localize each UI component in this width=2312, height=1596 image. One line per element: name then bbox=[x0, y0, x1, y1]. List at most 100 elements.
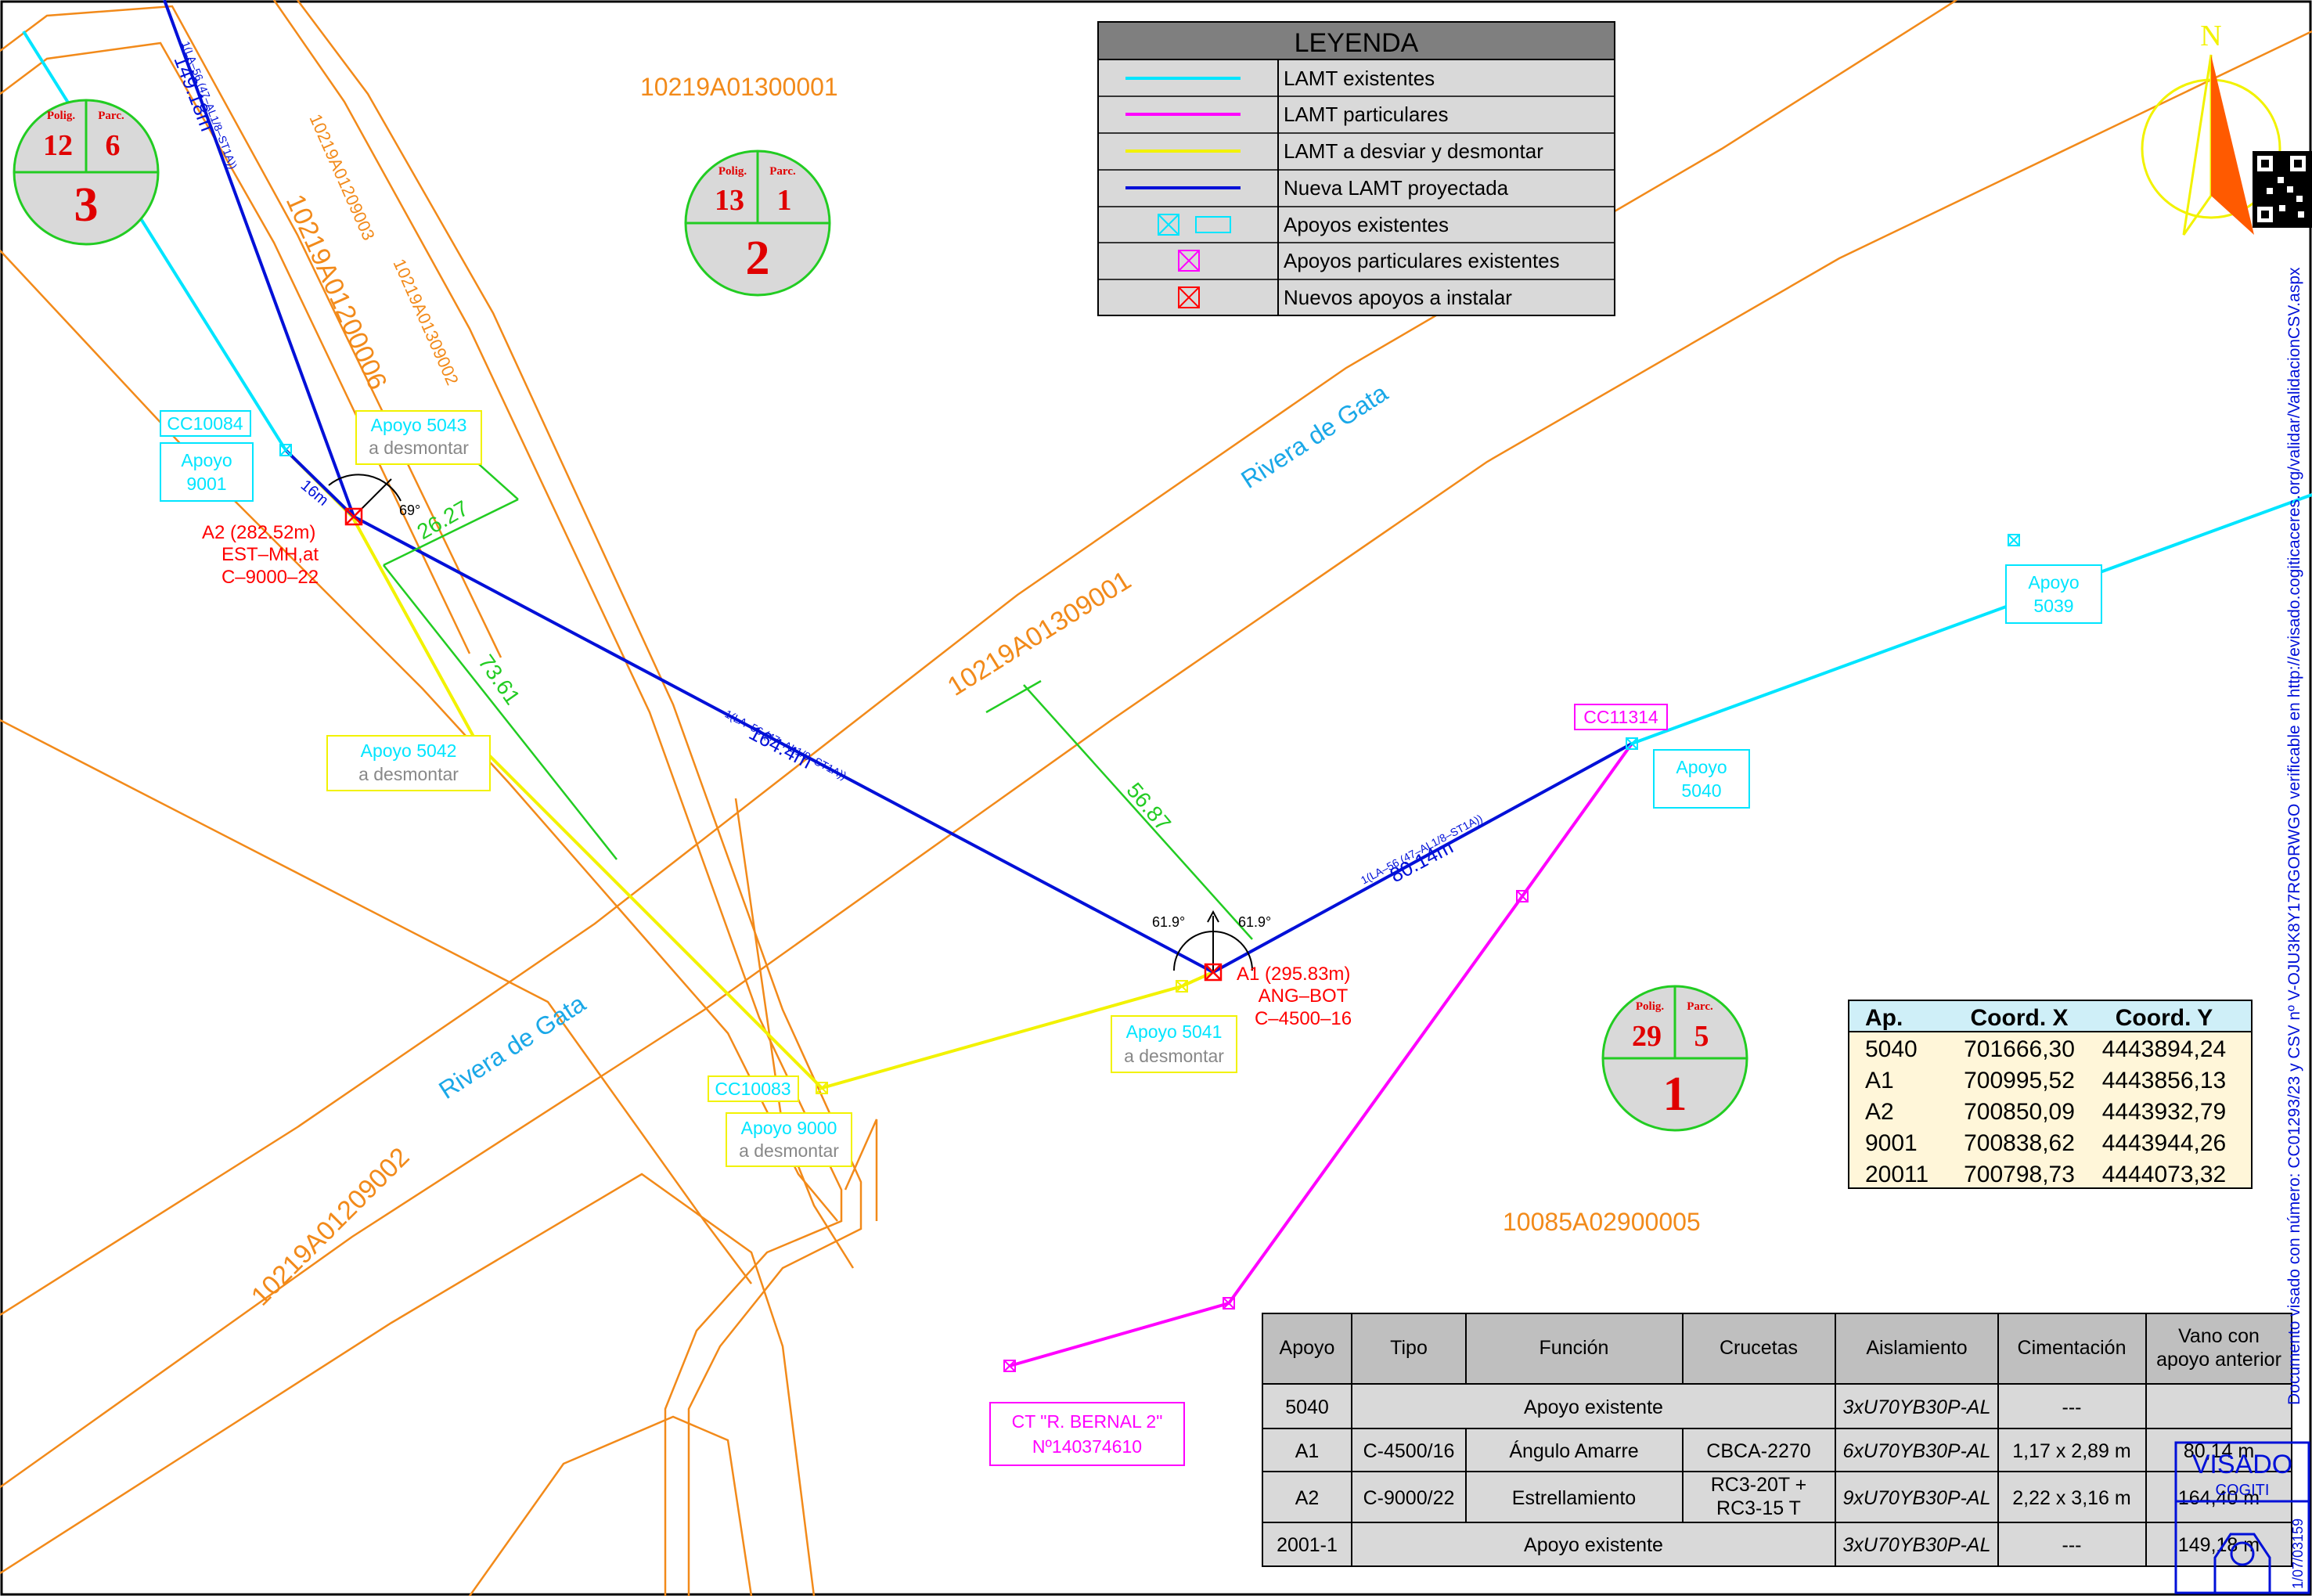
table-cell: 1,17 x 2,89 m bbox=[2012, 1440, 2130, 1462]
legend-label: Nueva LAMT proyectada bbox=[1284, 176, 1509, 200]
legend-swatch bbox=[1178, 250, 1200, 272]
table-cell: A2 bbox=[1865, 1099, 1894, 1125]
legend-label: LAMT particulares bbox=[1284, 103, 1449, 126]
table-cell: A1 bbox=[1295, 1440, 1320, 1462]
coordinates-table: Ap. Coord. X Coord. Y 5040 701666,30 444… bbox=[1848, 1000, 2253, 1189]
svg-text:Apoyo: Apoyo bbox=[1676, 757, 1727, 777]
svg-text:Apoyo 5041: Apoyo 5041 bbox=[1126, 1021, 1223, 1042]
table-header: Vano con bbox=[2178, 1325, 2260, 1347]
svg-text:Parc.: Parc. bbox=[98, 110, 124, 122]
tag-apoyo-5039: Apoyo 5039 bbox=[2005, 564, 2102, 624]
table-cell: 4443894,24 bbox=[2102, 1036, 2227, 1062]
table-cell: A1 bbox=[1865, 1068, 1894, 1093]
cadastral-ref: 10085A02900005 bbox=[1503, 1208, 1701, 1236]
legend-swatch bbox=[1158, 214, 1231, 236]
table-header: Ap. bbox=[1865, 1005, 1903, 1031]
table-cell: 20011 bbox=[1865, 1162, 1928, 1187]
visado-stamp: VISADO COGITI 1/07/03159 bbox=[2174, 1441, 2310, 1594]
cadastral-ref: 10219A01209002 bbox=[246, 1142, 416, 1312]
table-cell: --- bbox=[2062, 1396, 2082, 1418]
svg-text:Polig.: Polig. bbox=[47, 110, 75, 122]
svg-text:Apoyo 5042: Apoyo 5042 bbox=[361, 740, 457, 761]
new-lamt-line-1 bbox=[163, 0, 355, 517]
lamt-private-line bbox=[1009, 742, 1633, 1367]
tag-apoyo-9000: Apoyo 9000 a desmontar bbox=[726, 1112, 852, 1167]
svg-text:CC11314: CC11314 bbox=[1583, 707, 1658, 727]
legend-label: LAMT a desviar y desmontar bbox=[1284, 139, 1543, 163]
table-cell: 4443932,79 bbox=[2102, 1099, 2227, 1125]
new-lamt-line-4 bbox=[1212, 742, 1633, 974]
angle-text: 61.9° bbox=[1238, 914, 1271, 930]
parcel-number: 1 bbox=[777, 184, 792, 217]
dimension-text: 56.87 bbox=[1122, 778, 1176, 836]
svg-text:Nº140374610: Nº140374610 bbox=[1032, 1436, 1142, 1457]
table-cell: Apoyo existente bbox=[1524, 1534, 1663, 1556]
table-cell: 164,40 m bbox=[2178, 1487, 2260, 1509]
table-cell: 4443944,26 bbox=[2102, 1130, 2227, 1156]
table-cell: RC3-15 T bbox=[1716, 1497, 1801, 1519]
table-header: Cimentación bbox=[2018, 1337, 2127, 1359]
table-cell: Ángulo Amarre bbox=[1509, 1439, 1638, 1462]
divert-support-marker bbox=[471, 737, 1188, 1094]
table-cell: 9001 bbox=[1865, 1130, 1918, 1156]
legend-label: Nuevos apoyos a instalar bbox=[1284, 286, 1512, 309]
tag-apoyo-9001: Apoyo 9001 bbox=[160, 442, 254, 502]
svg-text:CT "R. BERNAL 2": CT "R. BERNAL 2" bbox=[1012, 1411, 1163, 1432]
legend: LEYENDA LAMT existentes LAMT particulare… bbox=[1097, 21, 1615, 316]
existing-support-marker bbox=[279, 444, 2020, 750]
table-cell: 5040 bbox=[1285, 1396, 1329, 1418]
svg-text:9001: 9001 bbox=[186, 474, 226, 494]
parcel-circle-1: Polig. Parc. 29 5 1 bbox=[1601, 985, 1748, 1132]
support-a2-function: EST–MH,at bbox=[221, 544, 319, 565]
table-cell: 6xU70YB30P-AL bbox=[1842, 1440, 1990, 1462]
legend-label: LAMT existentes bbox=[1284, 67, 1435, 90]
svg-text:a desmontar: a desmontar bbox=[358, 764, 459, 784]
table-cell: 700850,09 bbox=[1964, 1099, 2075, 1125]
dimension-lines bbox=[383, 438, 1253, 940]
parcel-polig: 12 bbox=[43, 129, 73, 162]
river-label: Rivera de Gata bbox=[434, 989, 590, 1104]
tag-ct-bernal: CT "R. BERNAL 2" Nº140374610 bbox=[989, 1402, 1185, 1466]
table-cell: 3xU70YB30P-AL bbox=[1842, 1396, 1990, 1418]
svg-text:CC10084: CC10084 bbox=[167, 413, 243, 434]
angle-text: 61.9° bbox=[1152, 914, 1185, 930]
parcel-index: 2 bbox=[746, 232, 770, 285]
parcel-number: 5 bbox=[1694, 1020, 1709, 1053]
table-cell: C-9000/22 bbox=[1363, 1487, 1455, 1509]
table-header: Aislamiento bbox=[1866, 1337, 1967, 1359]
svg-text:CC10083: CC10083 bbox=[715, 1079, 790, 1099]
svg-text:Apoyo 5043: Apoyo 5043 bbox=[371, 415, 467, 435]
support-markers bbox=[279, 444, 2020, 1372]
private-support-marker bbox=[1003, 890, 1529, 1372]
support-a1-function: ANG–BOT bbox=[1259, 985, 1349, 1007]
svg-text:5039: 5039 bbox=[2033, 596, 2073, 616]
north-label: N bbox=[2200, 20, 2221, 52]
support-a1-name: A1 (295.83m) bbox=[1237, 964, 1350, 985]
parcel-circle-2: Polig. Parc. 13 1 2 bbox=[684, 150, 831, 297]
validation-note: Documento visado con número: CC01293/23 … bbox=[2285, 267, 2303, 1405]
lamt-existing-line-e bbox=[1631, 493, 2312, 745]
table-cell: 700798,73 bbox=[1964, 1162, 2075, 1187]
parcel-polig: 29 bbox=[1632, 1020, 1662, 1053]
tag-cc10083: CC10083 bbox=[708, 1075, 799, 1102]
table-header: Coord. X bbox=[1971, 1005, 2069, 1031]
cadastral-ref: 10219A01309002 bbox=[389, 256, 463, 388]
cadastral-ref: 10219A01300001 bbox=[640, 73, 838, 101]
table-header: Apoyo bbox=[1280, 1337, 1335, 1359]
tag-apoyo-5040: Apoyo 5040 bbox=[1653, 749, 1750, 809]
dimension-text: 16m bbox=[297, 477, 332, 510]
legend-swatch bbox=[1178, 286, 1200, 308]
table-cell: 701666,30 bbox=[1964, 1036, 2075, 1062]
legend-label: Apoyos existentes bbox=[1284, 213, 1449, 236]
parcel-number: 6 bbox=[106, 129, 121, 162]
dimension-text: 73.61 bbox=[474, 650, 525, 709]
stamp-seal-icon bbox=[2213, 1533, 2271, 1593]
new-support-labels: A2 (282.52m) EST–MH,at C–9000–22 A1 (295… bbox=[202, 522, 1352, 1029]
svg-text:Polig.: Polig. bbox=[1636, 1000, 1664, 1013]
svg-text:a desmontar: a desmontar bbox=[1124, 1046, 1224, 1066]
table-cell: 700995,52 bbox=[1964, 1068, 2075, 1093]
new-lamt-line-2 bbox=[284, 449, 355, 518]
river-labels: Rivera de Gata Rivera de Gata bbox=[434, 378, 1392, 1104]
svg-text:a desmontar: a desmontar bbox=[369, 438, 469, 458]
